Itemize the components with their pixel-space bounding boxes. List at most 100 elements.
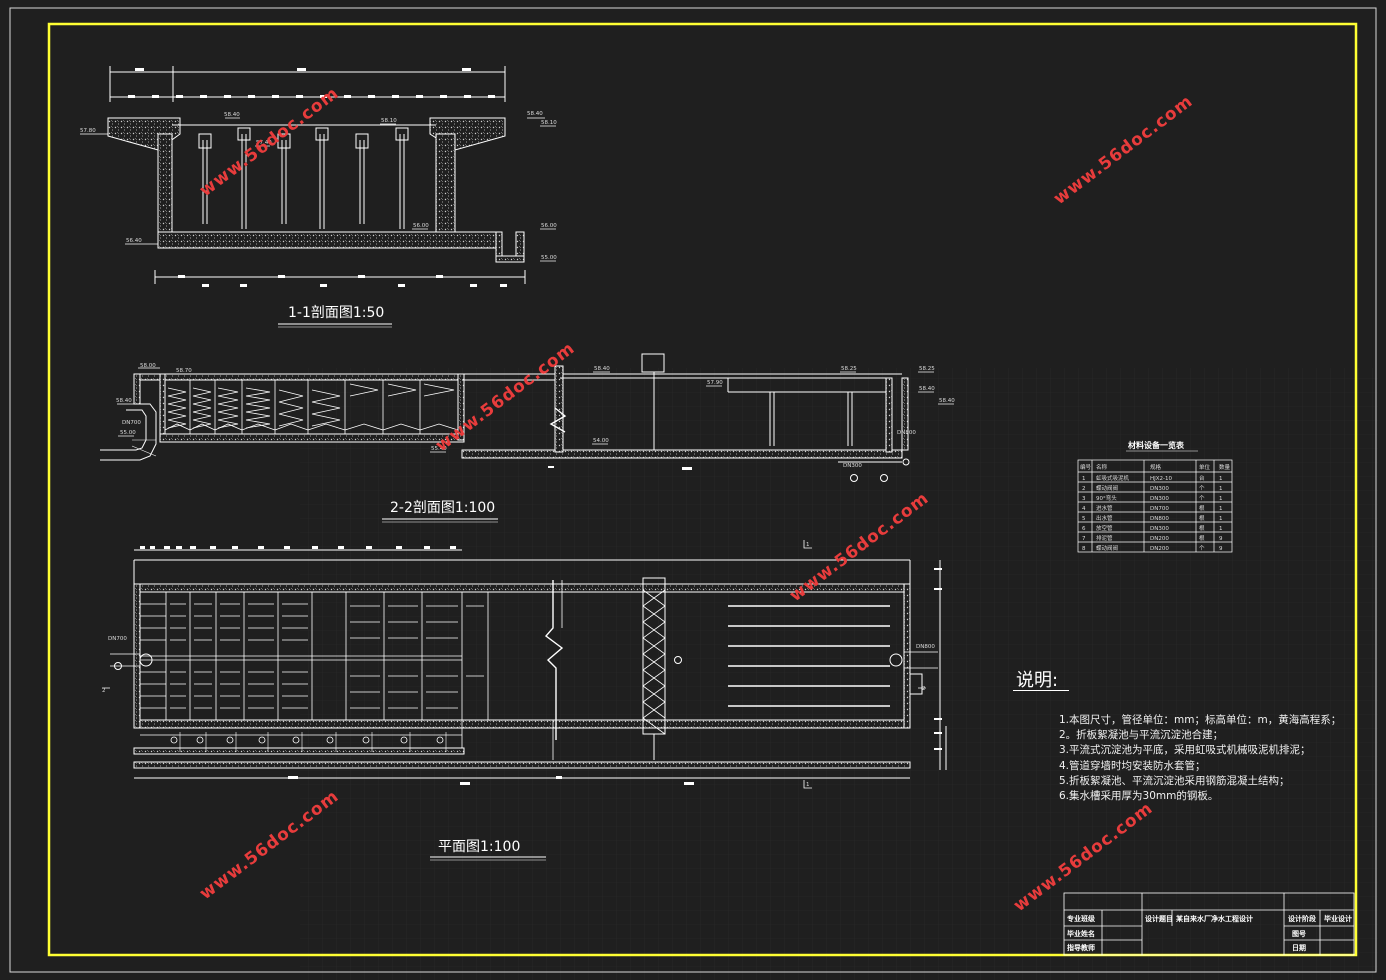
tb-row-class: 专业班级	[1067, 914, 1096, 923]
svg-text:55.40: 55.40	[431, 446, 447, 452]
materials-cell: DN300	[1150, 496, 1169, 502]
notes-list: 1.本图尺寸，管径单位：mm；标高单位：m，黄海高程系； 2。折板絮凝池与平流沉…	[1059, 713, 1341, 804]
tb-row-student: 毕业姓名	[1067, 929, 1095, 938]
materials-cell: 8	[1082, 546, 1086, 552]
section-2-2-labels: 58.00 58.70 58.40 55.00 DN700 58.40 54.0…	[116, 363, 955, 469]
materials-cell: 根	[1199, 524, 1205, 532]
svg-text:57.40: 57.40	[256, 140, 272, 146]
svg-text:2: 2	[922, 686, 926, 692]
background-grid	[300, 368, 1378, 980]
svg-text:1: 1	[806, 542, 810, 548]
materials-header-cell: 名称	[1096, 463, 1108, 471]
note-item: 4.管道穿墙时均安装防水套管；	[1059, 759, 1206, 772]
plan-labels: DN700 DN800 2 2 1 1	[102, 542, 935, 788]
svg-text:58.40: 58.40	[116, 398, 132, 404]
materials-header-cell: 数量	[1219, 463, 1231, 471]
materials-cell: DN200	[1150, 546, 1169, 552]
tb-design-label: 设计阶段	[1288, 914, 1316, 923]
materials-cell: 台	[1199, 474, 1205, 482]
materials-cell: 1	[1219, 506, 1223, 512]
tb-project-name: 某自来水厂净水工程设计	[1175, 914, 1253, 923]
tb-date: 日期	[1292, 943, 1306, 952]
svg-text:58.25: 58.25	[841, 366, 857, 372]
svg-text:58.40: 58.40	[224, 112, 240, 118]
materials-cell: DN300	[1150, 486, 1169, 492]
materials-cell: 个	[1199, 545, 1205, 552]
svg-text:58.40: 58.40	[594, 366, 610, 372]
section-1-1	[80, 66, 556, 287]
svg-text:58.00: 58.00	[140, 363, 156, 369]
materials-cell: 1	[1219, 526, 1223, 532]
materials-cell: 1	[1219, 496, 1223, 502]
title-block	[1063, 892, 1355, 956]
materials-cell: 出水管	[1096, 514, 1113, 522]
materials-cell: 根	[1199, 514, 1205, 522]
materials-cell: HJX2-10	[1150, 476, 1173, 482]
materials-cell: 排泥管	[1096, 534, 1113, 542]
materials-cell: 90°弯头	[1096, 494, 1117, 502]
materials-cell: 1	[1082, 476, 1086, 482]
tb-design-value: 毕业设计	[1324, 914, 1352, 923]
title-block-text: 专业班级 毕业姓名 指导教师 设计题目 某自来水厂净水工程设计 设计阶段 毕业设…	[1067, 914, 1352, 952]
materials-cell: 放空管	[1096, 524, 1113, 532]
outlet-pipe-label-section: DN800	[897, 430, 916, 436]
svg-text:58.40: 58.40	[939, 398, 955, 404]
materials-cell: DN800	[1150, 516, 1169, 522]
inlet-pipe-label-section: DN700	[122, 420, 141, 426]
note-item: 2。折板絮凝池与平流沉淀池合建；	[1059, 729, 1224, 742]
materials-cell: 个	[1199, 485, 1205, 492]
materials-cell: 2	[1082, 486, 1086, 492]
section-1-1-title: 1-1剖面图1:50	[288, 305, 384, 321]
svg-text:56.00: 56.00	[413, 223, 429, 229]
svg-text:54.00: 54.00	[593, 438, 609, 444]
notes-title: 说明:	[1016, 670, 1059, 691]
materials-cell: DN200	[1150, 536, 1169, 542]
materials-cell: 根	[1199, 534, 1205, 542]
materials-header-cell: 单位	[1199, 463, 1211, 471]
notes-title-underline	[1013, 690, 1069, 691]
section-1-1-elevation-labels: 57.80 56.40 58.40 58.10 56.00 55.00 58.4…	[80, 111, 557, 261]
note-item: 3.平流式沉淀池为平底，采用虹吸式机械吸泥机排泥；	[1059, 744, 1311, 757]
plan-title: 平面图1:100	[438, 839, 520, 855]
sheet-border	[9, 7, 1377, 973]
svg-text:55.00: 55.00	[541, 255, 557, 261]
materials-header-cell: 规格	[1150, 463, 1162, 471]
svg-text:57.80: 57.80	[80, 128, 96, 134]
materials-cell: 3	[1082, 496, 1086, 502]
inlet-pipe-label-plan: DN700	[108, 636, 127, 642]
svg-text:58.40: 58.40	[919, 386, 935, 392]
drawing-frame	[47, 22, 1358, 957]
materials-cell: 1	[1219, 516, 1223, 522]
materials-table-title: 材料设备一览表	[1128, 440, 1185, 450]
svg-text:58.70: 58.70	[176, 368, 192, 374]
materials-cell: 1	[1219, 486, 1223, 492]
svg-text:58.10: 58.10	[541, 120, 557, 126]
svg-text:58.25: 58.25	[919, 366, 935, 372]
plan-view	[102, 540, 947, 789]
materials-cell: 蝶动阀阀	[1096, 544, 1118, 552]
outlet-pipe-label-plan: DN800	[916, 644, 935, 650]
materials-cell: 1	[1219, 476, 1223, 482]
materials-cell: 7	[1082, 536, 1086, 542]
note-item: 5.折板絮凝池、平流沉淀池采用钢筋混凝土结构；	[1059, 774, 1290, 787]
svg-text:57.90: 57.90	[707, 380, 723, 386]
materials-cell: 9	[1219, 546, 1223, 552]
materials-header-cell: 编号	[1080, 463, 1092, 471]
svg-text:58.40: 58.40	[527, 111, 543, 117]
svg-text:58.10: 58.10	[381, 118, 397, 124]
note-item: 1.本图尺寸，管径单位：mm；标高单位：m，黄海高程系；	[1059, 714, 1342, 726]
materials-cell: 根	[1199, 504, 1205, 512]
materials-cell: 蝶动阀阀	[1096, 484, 1118, 492]
materials-cell: 9	[1219, 536, 1223, 542]
svg-text:55.00: 55.00	[120, 430, 136, 436]
svg-text:56.40: 56.40	[126, 238, 142, 244]
tb-row-advisor: 指导教师	[1067, 943, 1095, 952]
materials-cell: 个	[1199, 495, 1205, 502]
section-2-2-title: 2-2剖面图1:100	[390, 500, 495, 516]
svg-text:2: 2	[102, 688, 106, 694]
materials-cell: 进水管	[1096, 504, 1113, 512]
materials-cell: DN300	[1150, 526, 1169, 532]
